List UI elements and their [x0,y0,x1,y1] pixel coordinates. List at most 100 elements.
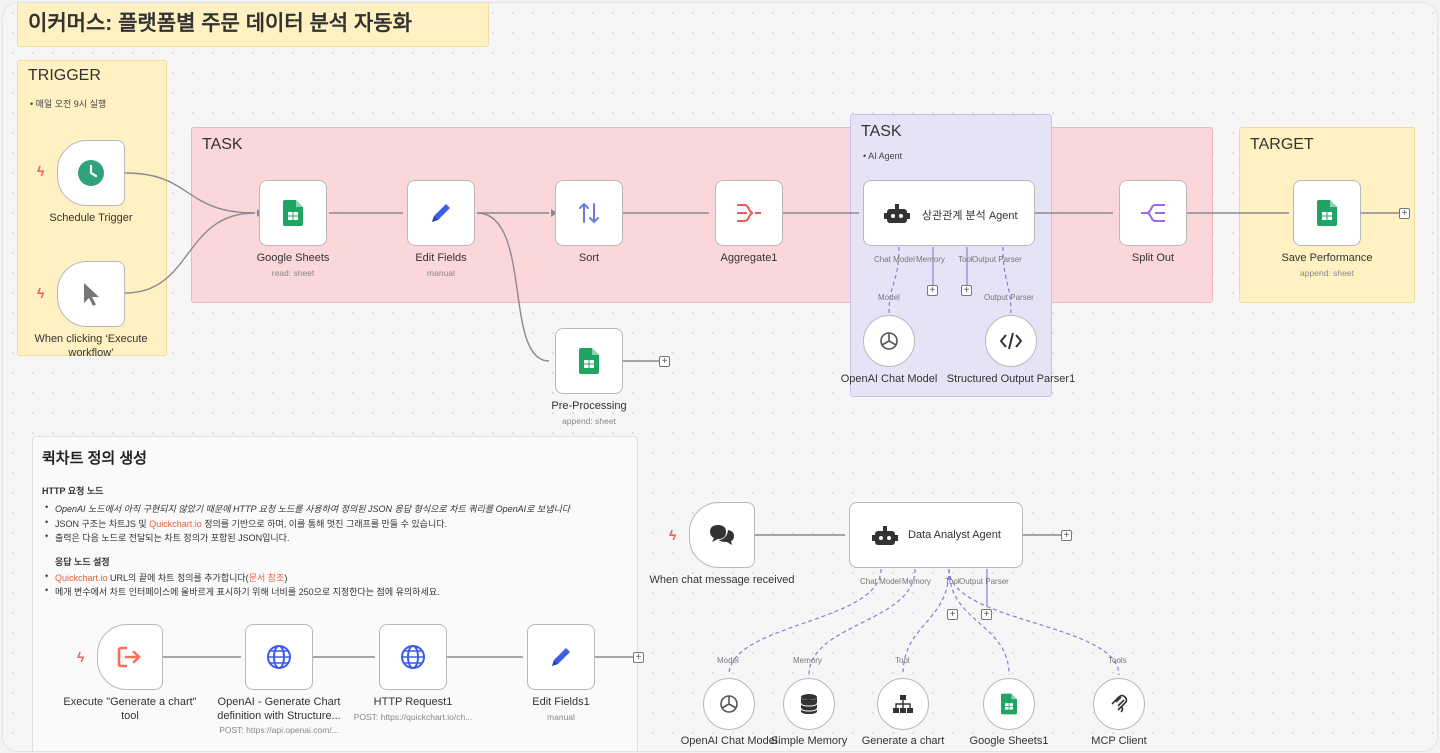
mcp-client-label: MCP Client [1091,735,1147,747]
quickchart-link-2[interactable]: Quickchart.io [55,573,108,583]
agent1-memory-add-button[interactable]: + [927,285,938,296]
edit-fields-1-add-button[interactable]: + [633,652,644,663]
http-request-node[interactable] [379,624,447,690]
http-request-label: HTTP Request1 [373,696,453,708]
pre-processing-add-button[interactable]: + [659,356,670,367]
aggregate-icon [737,204,761,222]
sheets-icon [1317,200,1337,226]
chat-bubbles-icon [710,525,734,545]
mcp-client-node[interactable] [1093,678,1145,730]
edit-fields-1-label: Edit Fields1 [532,696,590,708]
google-sheets-1-node[interactable] [983,678,1035,730]
clock-icon [78,160,104,186]
code-icon [1000,332,1022,350]
cursor-icon [84,283,99,306]
schedule-trigger-node[interactable] [57,140,125,206]
connections-layer [124,172,1399,676]
manual-trigger-node[interactable] [57,261,125,327]
pre-processing-node[interactable] [555,328,623,394]
note-bullet-5: 메개 변수에서 차트 인터페이스에 올바르게 표시하기 위해 너비를 250으로… [45,585,440,598]
quickchart-link[interactable]: Quickchart.io [149,519,202,529]
save-performance-sub: append: sheet [1300,268,1354,278]
execute-workflow-trigger-label: Execute "Generate a chart" tool [63,696,197,722]
http-request-sub: POST: https://quickchart.io/ch... [353,712,473,722]
correlation-agent-label: 상관관계 분석 Agent [922,210,1018,222]
trigger-bolt-icon: ϟ [669,527,677,543]
title-sticky[interactable]: 이커머스: 플랫폼별 주문 데이터 분석 자동화 [17,3,489,47]
data-analyst-agent-node[interactable]: Data Analyst Agent [849,502,1023,568]
split-out-label: Split Out [1131,252,1175,264]
simple-memory-label: Simple Memory [770,735,848,747]
schedule-trigger-label: Schedule Trigger [49,212,133,224]
openai-chat-model-2-node[interactable] [703,678,755,730]
robot-icon [872,526,898,545]
openai-icon [880,332,898,350]
structured-output-parser-label: Structured Output Parser1 [946,373,1076,385]
edit-fields-1-node[interactable] [527,624,595,690]
agent2-port-output-parser: Output Parser [959,577,1009,586]
openai-generate-chart-label: OpenAI - Generate Chart definition with … [217,696,341,722]
docs-link[interactable]: 문서 참조 [248,573,285,583]
edit-fields-node[interactable] [407,180,475,246]
sheets-icon [283,200,303,226]
openai2-port-model: Model [717,656,739,665]
pencil-icon [432,204,450,222]
trigger-bolt-icon: ϟ [37,285,45,301]
manual-trigger-label: When clicking ‘Execute workflow’ [34,333,148,359]
sort-node[interactable] [555,180,623,246]
simple-memory-node[interactable] [783,678,835,730]
openai-generate-chart-sub: POST: https://api.openai.com/... [219,725,339,735]
sort-label: Sort [578,252,600,264]
split-icon [1141,204,1165,222]
agent2-port-memory: Memory [902,577,931,586]
execute-workflow-trigger-node[interactable] [97,624,163,690]
ai-task-sticky-bullet: • AI Agent [863,151,903,161]
memory-port-memory: Memory [793,656,822,665]
openai-generate-chart-node[interactable] [245,624,313,690]
save-performance-node[interactable] [1293,180,1361,246]
correlation-agent-node[interactable]: 상관관계 분석 Agent [863,180,1035,246]
openai-chat-model-node[interactable] [863,315,915,367]
agent1-port-tool: Tool [958,255,973,264]
agent2-add-button[interactable]: + [1061,530,1072,541]
trigger-sticky-bullet: • 매일 오전 9시 실행 [30,99,107,109]
openai-chat-model-label: OpenAI Chat Model [840,373,938,385]
note-bullet-3: 출력은 다음 노드로 전달되는 차트 정의가 포함된 JSON입니다. [45,531,289,544]
edit-fields-1-sub: manual [547,712,575,722]
google-sheets-1-label: Google Sheets1 [969,735,1049,747]
google-sheets-node[interactable] [259,180,327,246]
quickchart-note[interactable]: 퀵차트 정의 생성 HTTP 요청 노드 OpenAI 노드에서 아직 구현되지… [32,436,638,751]
chat-trigger-label: When chat message received [649,574,795,586]
note-bullet-4: Quickchart.io URL의 끝에 차트 정의를 추가합니다(문서 참조… [45,571,287,584]
trigger-sticky[interactable]: TRIGGER • 매일 오전 9시 실행 [17,60,167,356]
generate-chart-node[interactable] [877,678,929,730]
note-bullet-2: JSON 구조는 차트JS 및 Quickchart.io 정의를 기반으로 하… [45,517,447,530]
agent2-parser-add-button[interactable]: + [981,609,992,620]
trigger-sticky-title: TRIGGER [28,67,101,84]
trigger-bolt-icon: ϟ [37,163,45,179]
aggregate-node[interactable] [715,180,783,246]
openai-icon [720,695,738,713]
split-out-node[interactable] [1119,180,1187,246]
pre-processing-sub: append: sheet [562,416,616,426]
openai1-port-model: Model [878,293,900,302]
globe-icon [401,645,425,669]
agent1-tool-add-button[interactable]: + [961,285,972,296]
edit-fields-label: Edit Fields [415,252,467,264]
sheets-icon [579,348,599,374]
note-subheading-http: HTTP 요청 노드 [42,486,104,496]
tools-port: Tools [1108,656,1127,665]
agent2-tool-add-button[interactable]: + [947,609,958,620]
data-analyst-agent-label: Data Analyst Agent [908,529,1001,541]
pre-processing-label: Pre-Processing [551,400,627,412]
note-heading: 퀵차트 정의 생성 [42,450,147,467]
edit-fields-sub: manual [427,268,455,278]
chat-trigger-node[interactable] [689,502,755,568]
google-sheets-sub: read: sheet [271,268,315,278]
agent1-port-chat-model: Chat Model [874,255,915,264]
google-sheets-label: Google Sheets [256,252,330,264]
structured-output-parser-node[interactable] [985,315,1037,367]
save-add-button[interactable]: + [1399,208,1410,219]
globe-icon [267,645,291,669]
